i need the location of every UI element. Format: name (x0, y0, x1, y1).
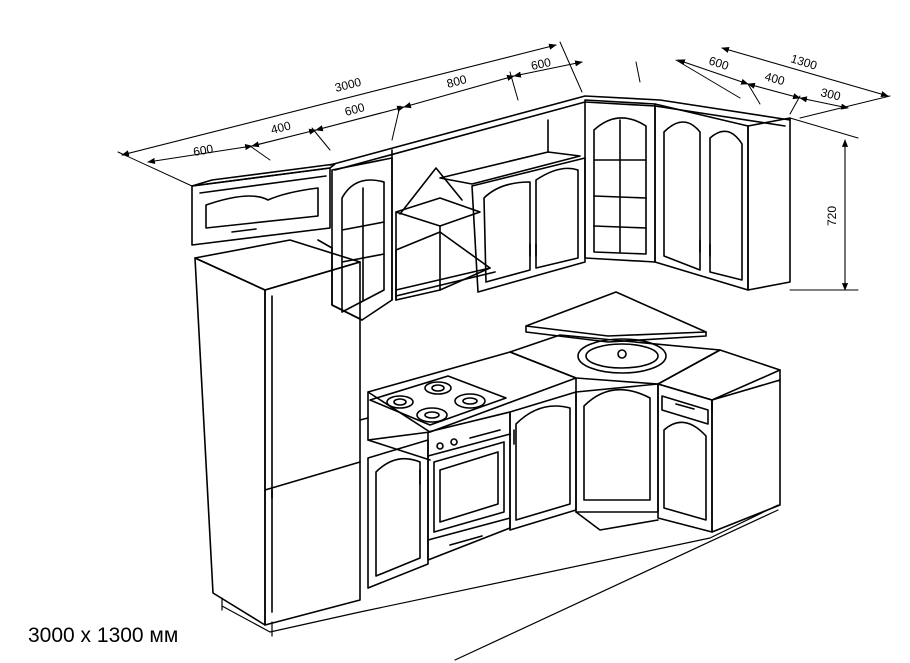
dim-line-400-side (747, 82, 801, 100)
dim-label-300-side: 300 (819, 85, 842, 103)
upper-cabinet-right (654, 103, 791, 291)
dim-label-600-side: 600 (707, 54, 731, 74)
base-cabinet-right (657, 379, 781, 533)
sink (577, 338, 667, 374)
oven (427, 411, 511, 561)
dim-line-400 (251, 128, 317, 148)
dim-label-400: 400 (269, 118, 292, 137)
dim-label-720: 720 (825, 206, 839, 226)
upper-cabinet-center (471, 157, 586, 293)
dim-line-800 (403, 74, 515, 109)
base-cabinet-corner (575, 383, 659, 531)
dim-label-600-mid: 600 (343, 100, 366, 119)
corner-shelf (525, 291, 707, 343)
dim-label-400-side: 400 (763, 69, 786, 88)
upper-corner-glass-cabinet (584, 99, 656, 263)
upper-glass-cabinet-left (317, 157, 393, 321)
refrigerator-column (194, 239, 369, 626)
dimension-lines (121, 43, 889, 291)
dim-line-1300 (721, 46, 889, 98)
base-cabinet-left (367, 439, 429, 589)
cooktop (369, 375, 507, 426)
dim-line-3000 (121, 43, 557, 157)
upper-cabinet-left (191, 163, 336, 246)
dimension-labels: 3000 600 400 600 800 600 1300 600 400 30… (192, 51, 842, 226)
overall-size-caption: 3000 x 1300 мм (28, 624, 179, 647)
dim-line-600-left (147, 144, 253, 164)
dim-line-300-side (799, 96, 849, 110)
floor-outline (221, 504, 779, 661)
dim-label-3000: 3000 (333, 75, 363, 95)
base-cabinet-center (509, 391, 577, 531)
dim-label-600-left: 600 (192, 142, 214, 159)
dim-label-800: 800 (445, 72, 468, 91)
dim-label-1300: 1300 (789, 51, 819, 72)
upper-crown (329, 95, 791, 301)
upper-shelf (439, 119, 581, 185)
dim-line-600-side (677, 59, 749, 85)
dim-line-600-corner (513, 60, 583, 78)
dim-label-600-corner: 600 (530, 55, 553, 73)
dim-line-600-mid (315, 105, 405, 132)
range-hood (395, 167, 496, 301)
